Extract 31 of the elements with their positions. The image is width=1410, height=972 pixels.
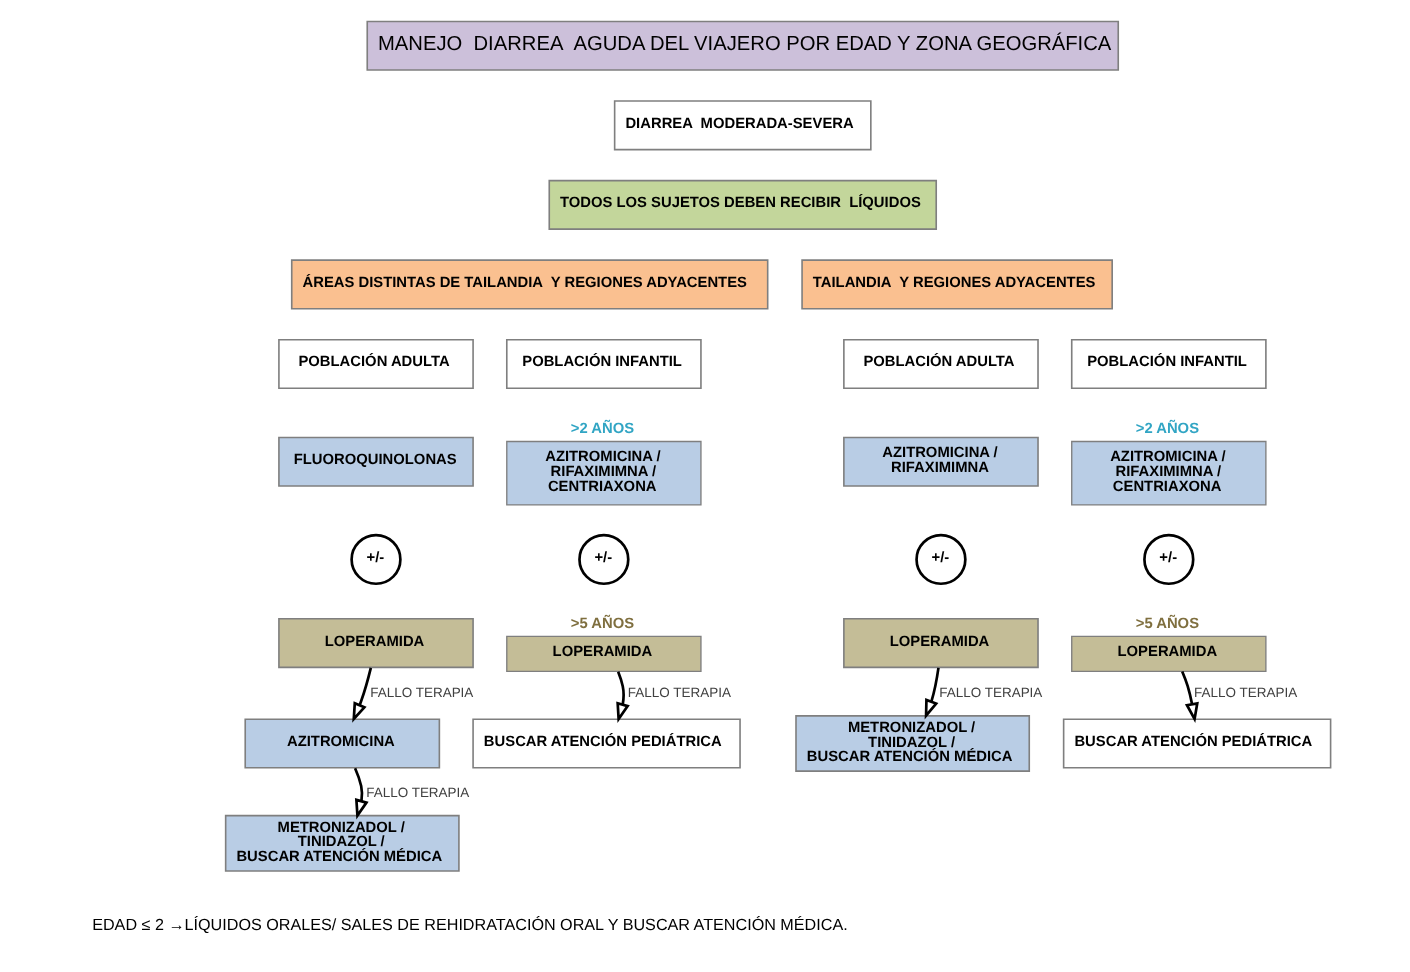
arrow <box>351 667 372 723</box>
node-box: POBLACIÓN INFANTIL <box>1069 338 1266 390</box>
node-label: >5 AÑOS <box>1134 613 1199 632</box>
node-box: MANEJO DIARREA AGUDA DEL VIAJERO POR EDAD Y ZONA GEOGRÁFICA <box>365 20 1119 71</box>
node-box: AZITROMICINA <box>243 718 440 769</box>
node-circle: +/- <box>914 533 966 586</box>
node-label: >2 AÑOS <box>569 419 634 438</box>
node-box: TODOS LOS SUJETOS DEBEN RECIBIR LÍQUIDOS <box>547 179 937 230</box>
arrow <box>1179 670 1198 724</box>
node-box: ÁREAS DISTINTAS DE TAILANDIA Y REGIONES ADYACENTES <box>289 259 768 310</box>
node-box: POBLACIÓN INFANTIL <box>505 338 701 390</box>
node-box: LOPERAMIDA <box>842 618 1038 669</box>
node-label: >5 AÑOS <box>569 613 634 632</box>
node-box: LOPERAMIDA <box>277 618 473 669</box>
arrow <box>615 671 629 723</box>
node-box: POBLACIÓN ADULTA <box>842 338 1038 390</box>
node-box: BUSCAR ATENCIÓN PEDIÁTRICA <box>471 718 740 769</box>
arrow <box>923 667 939 720</box>
node-box: BUSCAR ATENCIÓN PEDIÁTRICA <box>1061 718 1331 769</box>
node-box: TAILANDIA Y REGIONES ADYACENTES <box>800 259 1112 310</box>
node-circle: +/- <box>1142 533 1194 586</box>
arrow <box>352 767 368 820</box>
node-box: POBLACIÓN ADULTA <box>277 338 473 390</box>
node-circle: +/- <box>349 533 401 586</box>
node-box: METRONIZADOL / TINIDAZOL / BUSCAR ATENCIÓN MÉDICA <box>223 814 459 872</box>
node-box: DIARREA MODERADA-SEVERA <box>612 100 871 151</box>
node-box: FLUOROQUINOLONAS <box>277 436 473 487</box>
node-circle: +/- <box>577 533 629 586</box>
node-box: METRONIZADOL / TINIDAZOL / BUSCAR ATENCIÓN MÉDICA <box>794 715 1030 772</box>
node-label: >2 AÑOS <box>1134 419 1199 438</box>
node-box: AZITROMICINA / RIFAXIMIMNA <box>842 436 1038 487</box>
